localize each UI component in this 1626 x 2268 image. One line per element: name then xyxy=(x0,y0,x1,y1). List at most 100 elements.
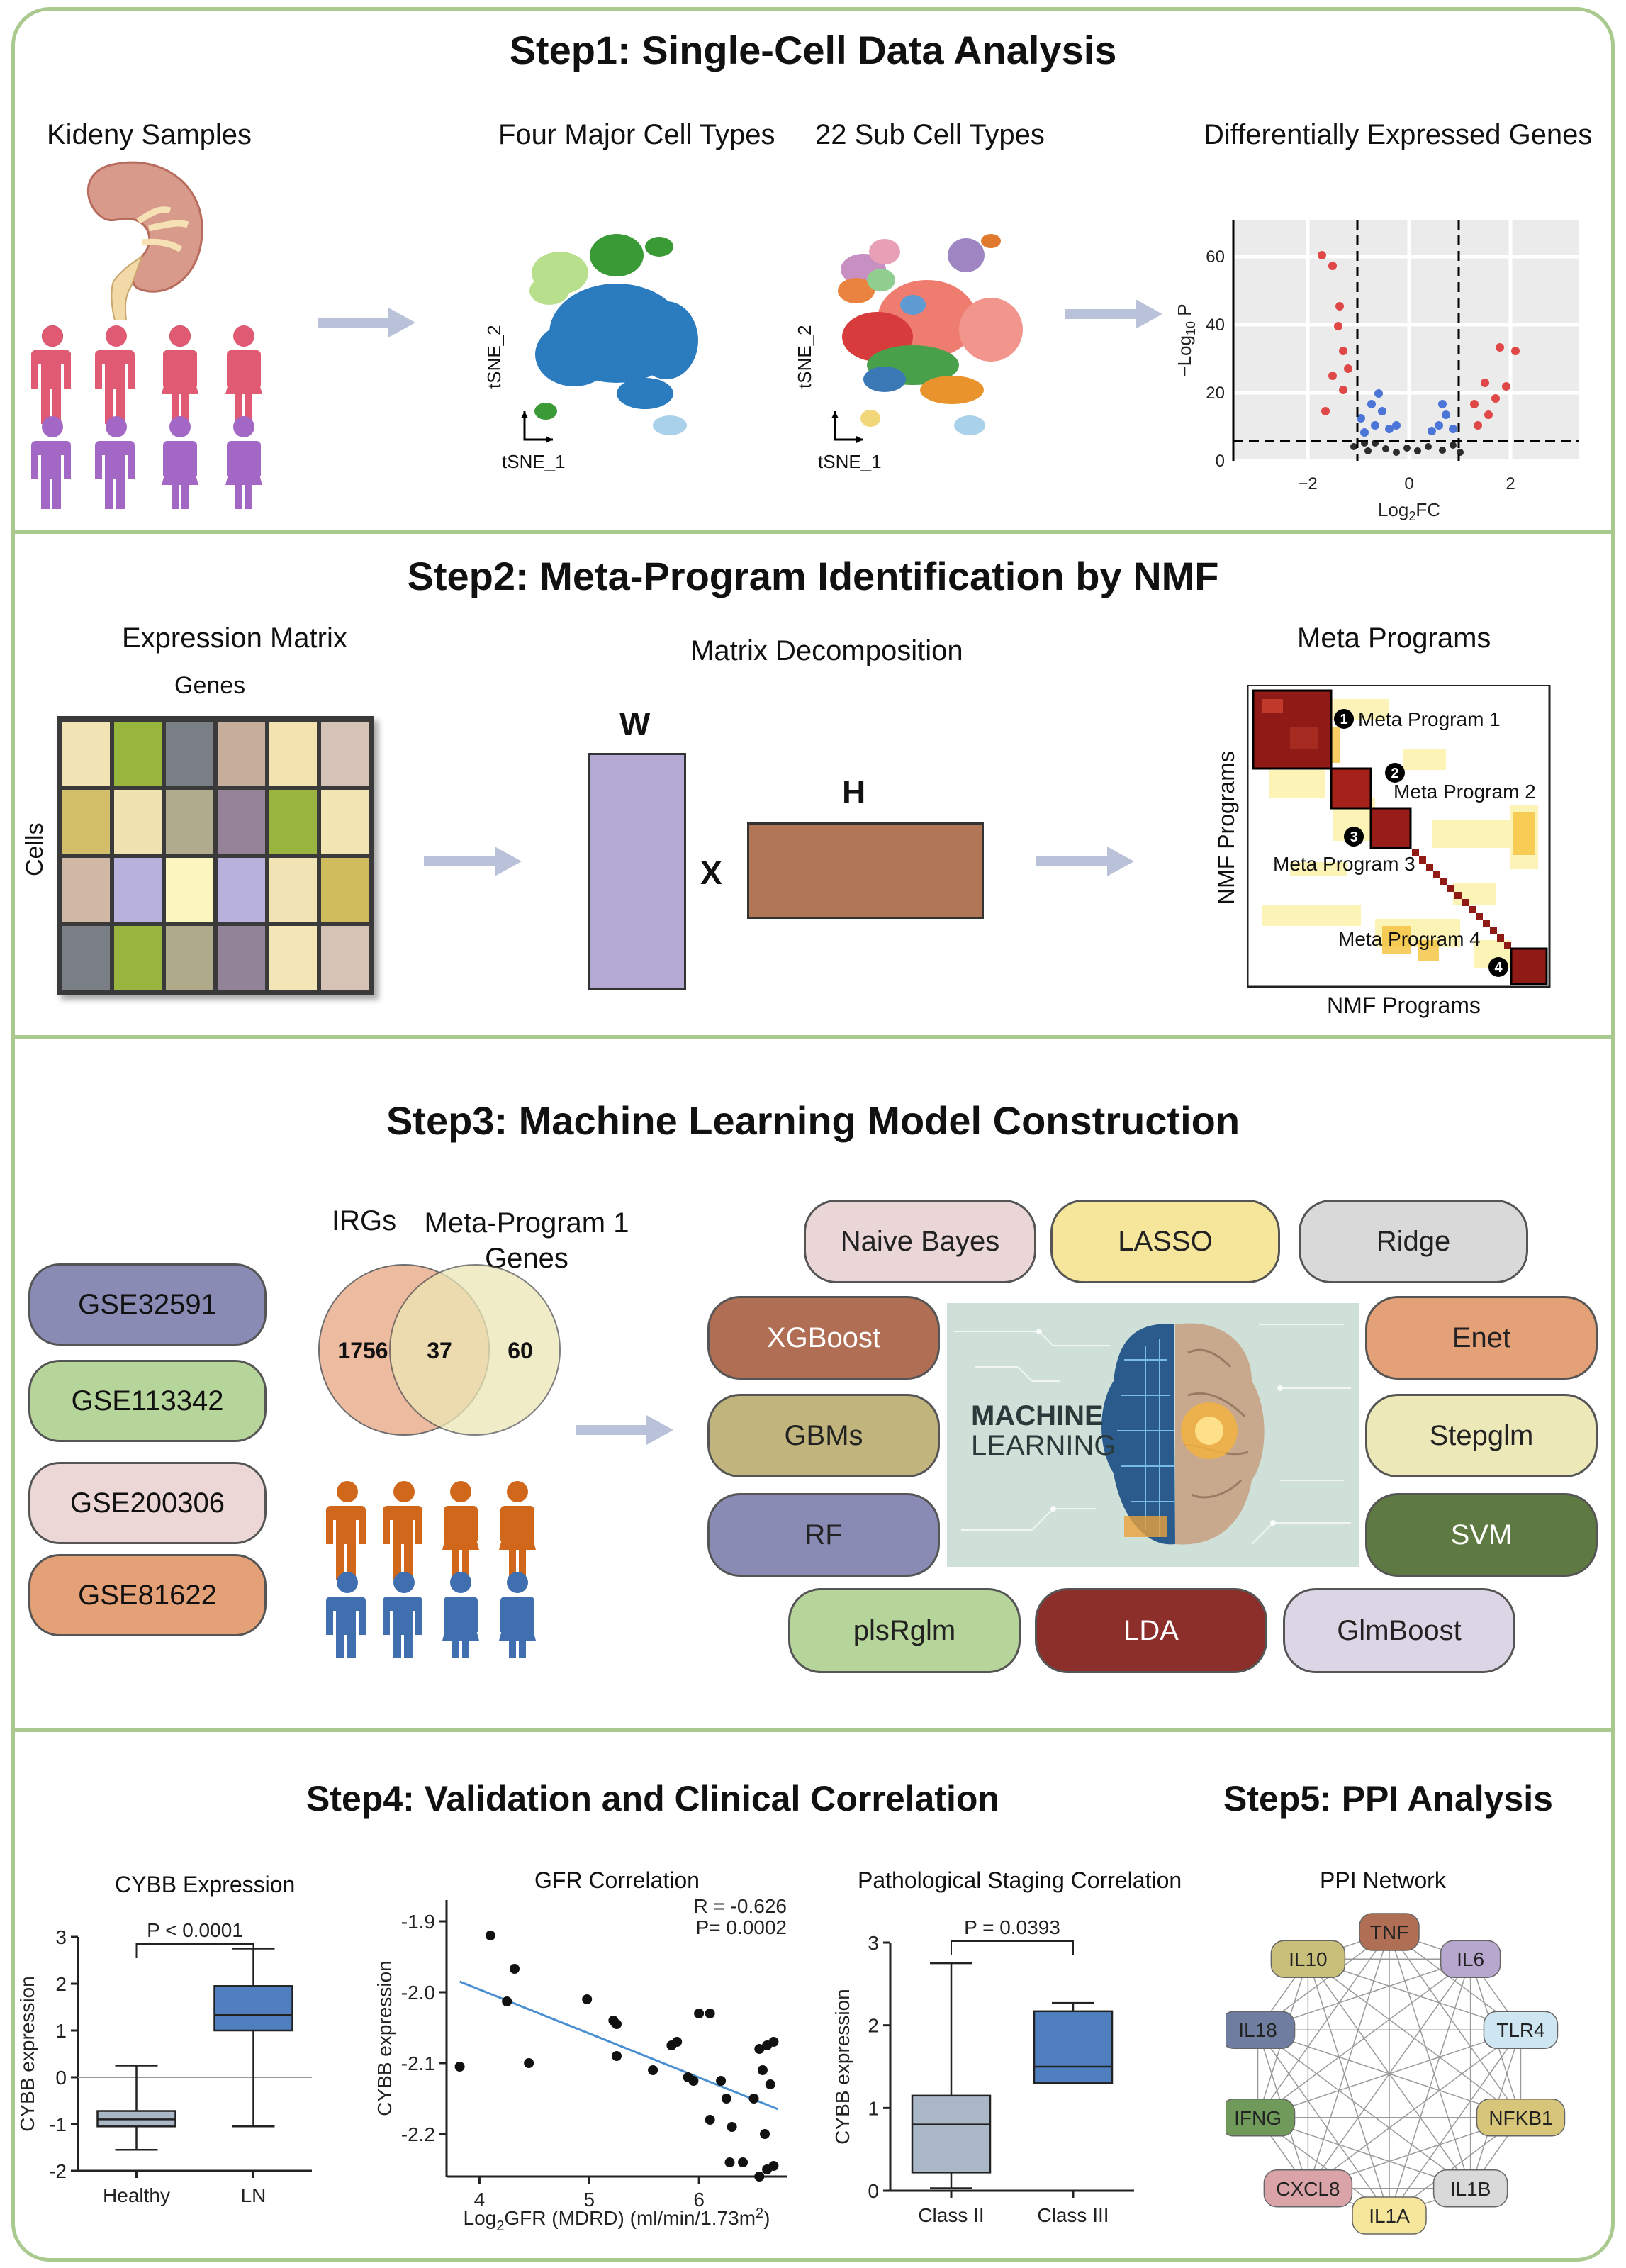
category-label: LN xyxy=(241,2184,267,2206)
ppi-node xyxy=(1270,1940,1346,1978)
volcano-ytick: 60 xyxy=(1206,247,1225,267)
matrix-cell xyxy=(112,856,164,924)
ml-text-line1: MACHINE xyxy=(971,1400,1104,1431)
tsne-x-label: tSNE_1 xyxy=(818,451,882,472)
ppi-node-label: TLR4 xyxy=(1496,2019,1544,2041)
model-pill: plsRglm xyxy=(788,1588,1021,1673)
ppi-edge xyxy=(1307,1958,1471,2189)
machine-learning-image: MACHINE LEARNING xyxy=(947,1303,1359,1567)
ppi-edge xyxy=(1257,1931,1390,2118)
y-axis-label: CYBB expression xyxy=(16,1976,38,2131)
multiply-label: X xyxy=(700,854,722,891)
model-pill: RF xyxy=(707,1493,940,1577)
significance-bracket xyxy=(951,1940,1074,1955)
ppi-node-label: NFKB1 xyxy=(1488,2107,1552,2129)
arrow-icon xyxy=(1065,299,1162,329)
y-tick-label: 1 xyxy=(55,2020,67,2042)
expression-matrix xyxy=(57,716,374,995)
data-point xyxy=(582,1994,593,2004)
nmf-x-label: NMF Programs xyxy=(1327,993,1481,1018)
volcano-plot: 60 40 20 0 −2 0 2 Log2FC −Log10 P xyxy=(1174,220,1579,523)
box xyxy=(911,2094,992,2174)
matrix-cell xyxy=(319,720,371,788)
data-point xyxy=(694,2009,705,2018)
venn-left-title: IRGs xyxy=(332,1205,397,1236)
matrix-cell xyxy=(112,788,164,856)
matrix-cell xyxy=(60,856,112,924)
h-label: H xyxy=(842,773,866,810)
ppi-node-label: IL18 xyxy=(1238,2019,1277,2041)
x-tick-label: 5 xyxy=(584,2189,595,2211)
data-point xyxy=(768,2161,779,2171)
kidney-icon xyxy=(86,161,203,320)
matrix-cell xyxy=(164,788,215,856)
ppi-edge xyxy=(1257,2029,1390,2216)
model-pill: GlmBoost xyxy=(1283,1588,1515,1673)
program-number: 4 xyxy=(1494,960,1503,976)
arrow-icon xyxy=(576,1415,673,1445)
x-tick-label: 6 xyxy=(693,2189,705,2211)
model-pill: GBMs xyxy=(707,1394,940,1477)
program-number: 3 xyxy=(1350,829,1357,845)
w-label: W xyxy=(619,705,651,742)
tsne-x-label: tSNE_1 xyxy=(502,451,566,472)
matrix-cell xyxy=(164,856,215,924)
data-point xyxy=(524,2058,534,2068)
matrix-cell xyxy=(267,924,319,992)
data-point xyxy=(648,2065,658,2075)
sub-cell-types-label: 22 Sub Cell Types xyxy=(815,119,1045,150)
y-tick-label: 0 xyxy=(55,2067,67,2089)
volcano-xlabel: Log2FC xyxy=(1378,499,1440,523)
model-pill: SVM xyxy=(1365,1493,1598,1577)
data-point xyxy=(716,2076,727,2086)
ppi-edge xyxy=(1307,1958,1521,2118)
ppi-node-label: IFNG xyxy=(1234,2107,1282,2129)
volcano-ytick: 0 xyxy=(1216,452,1225,471)
model-pill: Naive Bayes xyxy=(804,1200,1036,1283)
step5-title: Step5: PPI Analysis xyxy=(1223,1779,1553,1819)
venn-left-count: 1756 xyxy=(337,1338,388,1363)
matrix-cell xyxy=(60,720,112,788)
y-axis-label: CYBB expression xyxy=(831,1989,853,2144)
ppi-node xyxy=(1483,2011,1559,2049)
data-point xyxy=(765,2079,775,2089)
expression-matrix-label: Expression Matrix xyxy=(122,622,347,654)
venn-right-count: 60 xyxy=(508,1338,533,1363)
meta-programs-label: Meta Programs xyxy=(1297,622,1491,654)
data-point xyxy=(727,2122,737,2132)
program-number: 2 xyxy=(1391,766,1398,781)
meta-program-label: Meta Program 3 xyxy=(1273,853,1415,875)
ppi-node-label: IL10 xyxy=(1289,1948,1328,1970)
ppi-edge xyxy=(1389,1931,1522,2118)
data-point xyxy=(724,2157,735,2167)
matrix-cell xyxy=(319,924,371,992)
genes-label: Genes xyxy=(174,672,246,699)
data-point xyxy=(748,2094,759,2104)
data-point xyxy=(705,2115,715,2125)
tsne-y-label: tSNE_2 xyxy=(483,325,505,389)
cohort-icons xyxy=(326,1481,536,1658)
data-point xyxy=(683,2072,693,2082)
matrix-cell xyxy=(112,720,164,788)
data-point xyxy=(738,2157,748,2167)
category-label: Class II xyxy=(918,2204,984,2226)
p-value-label: P < 0.0001 xyxy=(147,1919,243,1941)
matrix-cell xyxy=(112,924,164,992)
matrix-cell xyxy=(215,720,267,788)
ppi-node-label: TNF xyxy=(1370,1921,1408,1943)
ppi-edge xyxy=(1257,2029,1471,2189)
ppi-node xyxy=(1359,1913,1420,1951)
arrow-icon xyxy=(1036,847,1134,876)
venn-right-title: Meta-Program 1 Genes xyxy=(424,1207,629,1274)
program-number: 1 xyxy=(1340,712,1347,727)
x-axis-label: Log2GFR (MDRD) (ml/min/1.73m2) xyxy=(464,2206,770,2233)
y-tick-label: -1.9 xyxy=(401,1911,435,1933)
matrix-cell xyxy=(215,856,267,924)
model-pill: Stepglm xyxy=(1365,1394,1598,1477)
volcano-ytick: 20 xyxy=(1206,384,1225,403)
x-tick-label: 4 xyxy=(474,2189,486,2211)
meta-program-label: Meta Program 4 xyxy=(1338,928,1481,950)
